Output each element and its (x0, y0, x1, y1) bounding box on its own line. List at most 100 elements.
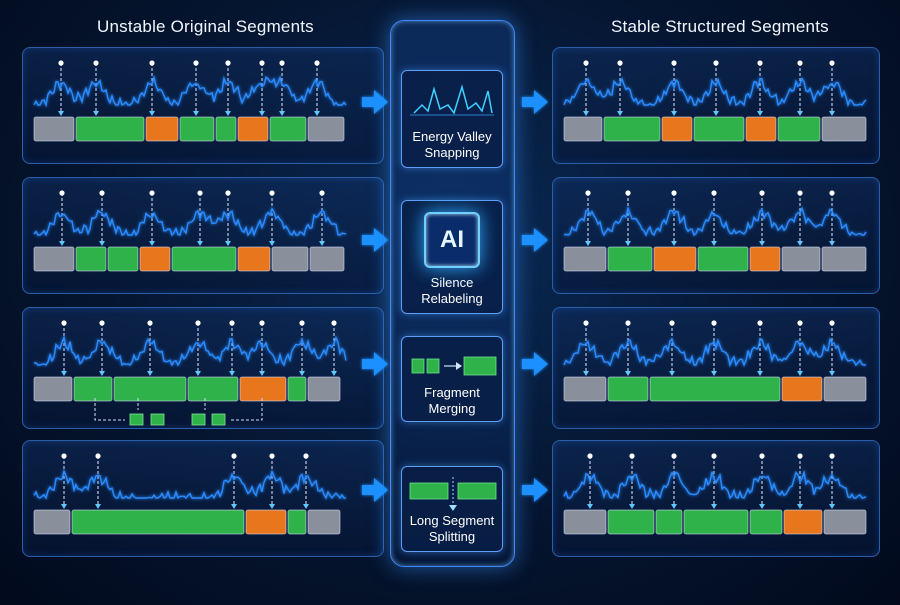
ai-chip-icon: AI (424, 212, 480, 268)
right-row-4-boundary-dot (797, 453, 803, 459)
right-row-3-segment (563, 376, 607, 402)
right-row-2-boundary-dot (585, 190, 591, 196)
left-row-1-segment (215, 116, 237, 142)
left-row-1-waveform (33, 75, 347, 108)
left-row-3-boundary-arrow (299, 371, 305, 376)
left-row-1-boundary-arrow (58, 111, 64, 116)
left-row-1-boundary-dot (225, 60, 231, 66)
step-4-line2: Splitting (428, 529, 476, 544)
right-column-title: Stable Structured Segments (611, 17, 829, 36)
right-row-3-segment (649, 376, 781, 402)
right-row-4-boundary-dot (629, 453, 635, 459)
left-row-1-boundary-dot (193, 60, 199, 66)
step-fragment-merging: Fragment Merging (401, 336, 503, 422)
right-row-1-boundary-arrow (757, 111, 763, 116)
right-row-4-segment (823, 509, 867, 535)
step-long-segment-splitting: Long Segment Splitting (401, 466, 503, 552)
ai-chip-text: AI (440, 226, 464, 253)
right-row-1-segment (603, 116, 661, 142)
right-row-4-segment (563, 509, 607, 535)
left-row-3-waveform (33, 335, 347, 367)
left-row-2-segment (237, 246, 271, 272)
left-row-3-segment (307, 376, 341, 402)
right-row-2-boundary-arrow (671, 241, 677, 246)
flow-arrow-in (362, 90, 388, 114)
split-icon (409, 477, 497, 511)
right-row-3-boundary-dot (829, 320, 835, 326)
left-row-1-boundary-arrow (259, 111, 265, 116)
right-row-4-segment (783, 509, 823, 535)
right-row-1-segment (661, 116, 693, 142)
left-row-3-boundary-dot (147, 320, 153, 326)
right-row-4-segment (749, 509, 783, 535)
left-row-2-boundary-arrow (99, 241, 105, 246)
right-row-4-boundary-arrow (759, 504, 765, 509)
left-row-2-boundary-dot (197, 190, 203, 196)
step-3-line1: Fragment (424, 385, 480, 400)
left-row-1-boundary-arrow (314, 111, 320, 116)
right-row-4-boundary-dot (587, 453, 593, 459)
waveform-icon (410, 84, 494, 116)
flow-arrow-in (362, 228, 388, 252)
right-row-3-boundary-arrow (757, 371, 763, 376)
right-row-1-boundary-arrow (583, 111, 589, 116)
right-row-2-segment (749, 246, 781, 272)
right-row-2-segment (563, 246, 607, 272)
right-row-3-boundary-arrow (583, 371, 589, 376)
left-row-3-segment (113, 376, 187, 402)
right-row-2-boundary-dot (797, 190, 803, 196)
right-row-2-segment (821, 246, 867, 272)
right-row-4-segment (655, 509, 683, 535)
right-row-2-segment (653, 246, 697, 272)
right-row-4-segment (683, 509, 749, 535)
right-row-2-waveform (563, 205, 867, 237)
right-row-2-boundary-dot (759, 190, 765, 196)
right-row-2-boundary-dot (625, 190, 631, 196)
left-row-3-boundary-dot (259, 320, 265, 326)
left-row-4-segment (245, 509, 287, 535)
right-row-3-boundary-dot (625, 320, 631, 326)
right-row-3-boundary-dot (757, 320, 763, 326)
flow-arrow-out (522, 478, 548, 502)
left-row-1-segment (75, 116, 145, 142)
left-row-2-boundary-dot (99, 190, 105, 196)
merge-icon (411, 356, 497, 376)
left-row-1-segment (237, 116, 269, 142)
right-row-1-segment (745, 116, 777, 142)
right-row-2-boundary-arrow (625, 241, 631, 246)
right-row-3-boundary-arrow (669, 371, 675, 376)
right-row-2-segment (697, 246, 749, 272)
right-row-1-boundary-dot (671, 60, 677, 66)
left-row-1-segment (33, 116, 75, 142)
right-row-1-boundary-arrow (797, 111, 803, 116)
left-row-3-boundary-dot (195, 320, 201, 326)
step-1-line1: Energy Valley (412, 129, 492, 144)
left-row-4-boundary-dot (303, 453, 309, 459)
left-row-2-boundary-arrow (59, 241, 65, 246)
left-column-title: Unstable Original Segments (97, 17, 314, 36)
left-row-2-boundary-arrow (149, 241, 155, 246)
left-row-3-segment (33, 376, 73, 402)
left-row-1-boundary-arrow (225, 111, 231, 116)
step-2-line2: Relabeling (421, 291, 483, 306)
left-row-3-boundary-arrow (259, 371, 265, 376)
left-row-4-boundary-dot (95, 453, 101, 459)
left-row-1-boundary-dot (149, 60, 155, 66)
left-row-1-boundary-dot (314, 60, 320, 66)
flow-arrow-out (522, 228, 548, 252)
left-row-2-boundary-dot (59, 190, 65, 196)
left-row-2-boundary-dot (149, 190, 155, 196)
right-row-1-boundary-arrow (671, 111, 677, 116)
left-row-3-boundary-arrow (195, 371, 201, 376)
right-row-1-boundary-dot (713, 60, 719, 66)
flow-arrow-out (522, 352, 548, 376)
fragment-link (94, 398, 125, 421)
left-row-4-boundary-arrow (269, 504, 275, 509)
right-row-2-boundary-dot (671, 190, 677, 196)
right-row-3-segment (607, 376, 649, 402)
fragment-link (230, 398, 263, 421)
left-row-1-boundary-dot (279, 60, 285, 66)
right-row-1-waveform (563, 76, 867, 108)
left-row-3-segment (239, 376, 287, 402)
